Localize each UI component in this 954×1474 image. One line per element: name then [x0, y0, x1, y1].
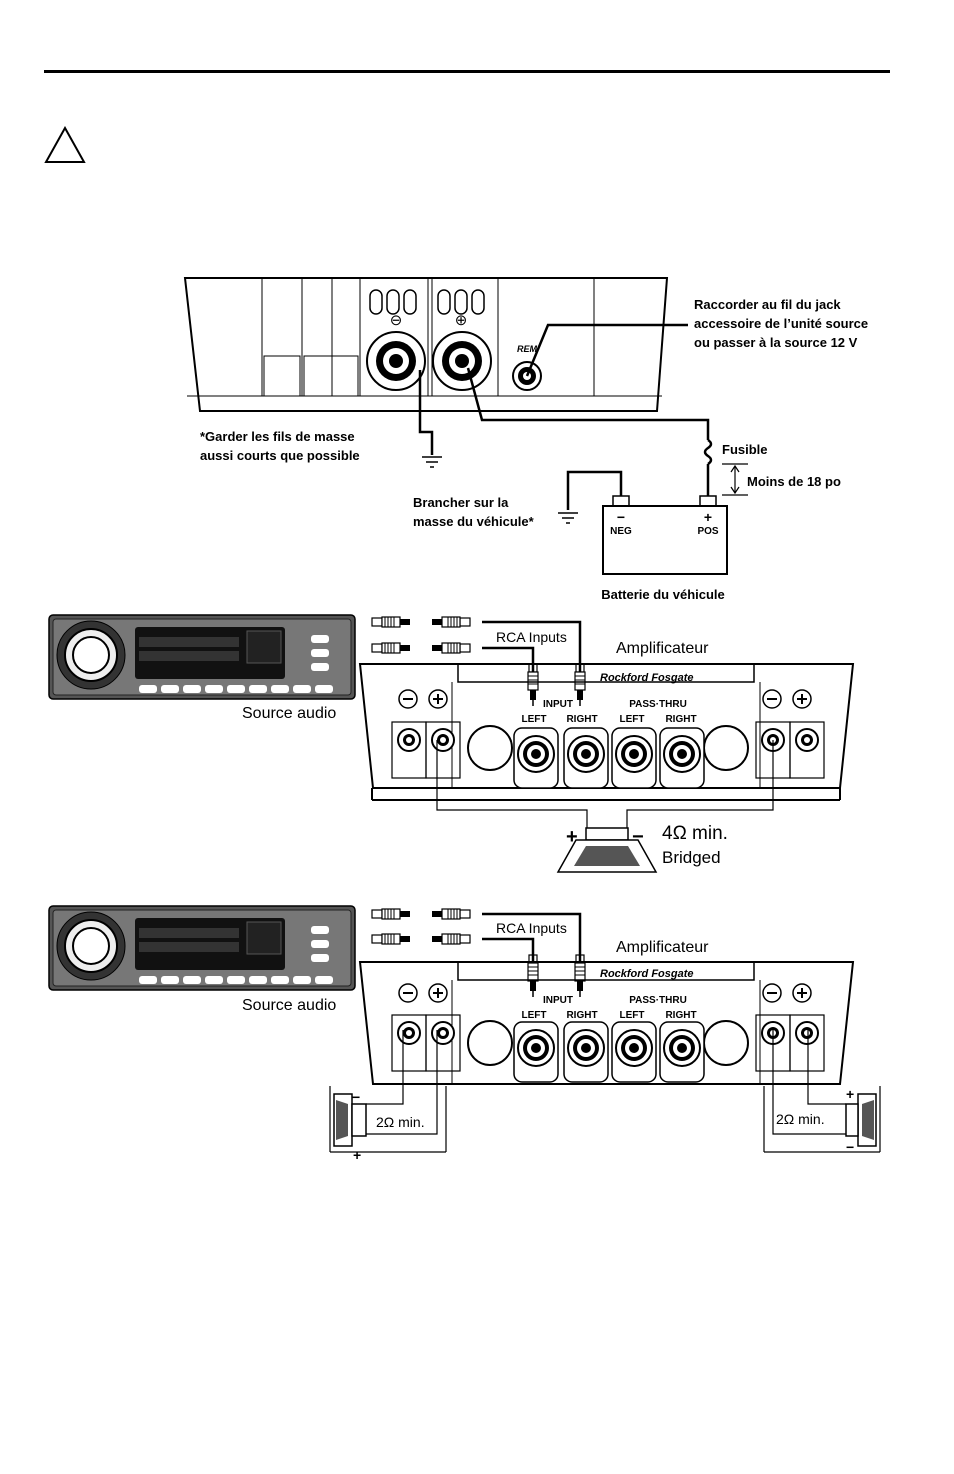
- amp-end-panel: [183, 277, 669, 412]
- rem-note-line1: Raccorder au fil du jack: [694, 297, 841, 312]
- input-label: INPUT: [543, 699, 573, 710]
- terminal-left-plus-2: [425, 1014, 461, 1072]
- terminal-right-plus-2: [789, 1014, 825, 1072]
- right-speaker-plus: +: [846, 1086, 854, 1102]
- ground-terminal: [366, 331, 426, 391]
- rca-jack-passthru-left: [611, 727, 657, 789]
- power-terminal: [432, 331, 492, 391]
- warning-triangle-icon: [44, 126, 86, 163]
- rca-jack-input-right: [563, 727, 609, 789]
- subwoofer: [556, 827, 658, 873]
- rca-cable-top-2: [371, 908, 471, 920]
- input-right-label: RIGHT: [566, 714, 597, 725]
- left-speaker: [333, 1093, 367, 1147]
- terminal-right-plus: [789, 721, 825, 779]
- head-unit-2: [48, 905, 356, 991]
- passthru-right-label-2: RIGHT: [665, 1010, 696, 1021]
- rca-jack-input-left: [513, 727, 559, 789]
- terminal-left-plus: [425, 721, 461, 779]
- brand-logo-2: Rockford Fosgate: [600, 968, 694, 980]
- passthru-left-label-2: LEFT: [620, 1010, 645, 1021]
- bridged-label: Bridged: [662, 848, 721, 867]
- passthru-label-2: PASS·THRU: [629, 995, 687, 1006]
- rem-note-line3: ou passer à la source 12 V: [694, 335, 858, 350]
- battery-neg-label: NEG: [610, 526, 632, 537]
- battery-body: [602, 505, 728, 575]
- source-label: Source audio: [242, 705, 336, 722]
- fuse-label: Fusible: [722, 442, 768, 457]
- amp-label: Amplificateur: [616, 640, 709, 657]
- chassis-note-line1: Brancher sur la: [413, 495, 509, 510]
- rca-cable-bottom: [371, 642, 471, 654]
- input-right-label-2: RIGHT: [566, 1010, 597, 1021]
- rem-note-line2: accessoire de l’unité source: [694, 316, 868, 331]
- source-label-2: Source audio: [242, 997, 336, 1014]
- battery-pos-sign: +: [704, 509, 712, 525]
- distance-label: Moins de 18 po: [747, 474, 841, 489]
- battery-pos-label: POS: [697, 526, 718, 537]
- top-rule: [44, 70, 890, 73]
- battery-label: Batterie du véhicule: [601, 587, 725, 602]
- impedance-label: 4Ω min.: [662, 823, 728, 844]
- rca-jack-input-right-2: [563, 1021, 609, 1083]
- rca-jack-passthru-right: [659, 727, 705, 789]
- ground-note-line2: aussi courts que possible: [200, 448, 360, 463]
- terminal-left-minus: [391, 721, 427, 779]
- left-speaker-plus: +: [353, 1147, 361, 1163]
- input-label-2: INPUT: [543, 995, 573, 1006]
- plus-terminal-symbol: ⊕: [455, 312, 468, 329]
- input-left-label: LEFT: [522, 714, 547, 725]
- rca-cable-bottom-2: [371, 933, 471, 945]
- left-speaker-impedance: 2Ω min.: [376, 1114, 425, 1130]
- passthru-right-label: RIGHT: [665, 714, 696, 725]
- terminal-left-minus-2: [391, 1014, 427, 1072]
- speaker-plus: +: [566, 826, 578, 848]
- rca-cable-top: [371, 616, 471, 628]
- minus-terminal-symbol: ⊖: [390, 312, 403, 329]
- rca-jack-input-left-2: [513, 1021, 559, 1083]
- stereo-diagram: RCA Inputs Amplificateur Source audio Ro…: [48, 905, 881, 1163]
- left-speaker-minus: −: [352, 1089, 360, 1105]
- chassis-note-line2: masse du véhicule*: [413, 514, 535, 529]
- ground-note-line1: *Garder les fils de masse: [200, 429, 355, 444]
- battery-neg-sign: −: [617, 509, 625, 525]
- rca-jack-passthru-right-2: [659, 1021, 705, 1083]
- rca-jack-passthru-left-2: [611, 1021, 657, 1083]
- passthru-label: PASS·THRU: [629, 699, 687, 710]
- head-unit: [48, 614, 356, 700]
- right-speaker-impedance: 2Ω min.: [776, 1111, 825, 1127]
- right-speaker-minus: −: [846, 1139, 854, 1155]
- rem-label: REM: [517, 344, 538, 354]
- amp-label-2: Amplificateur: [616, 939, 709, 956]
- rca-inputs-label-2: RCA Inputs: [496, 920, 567, 936]
- input-left-label-2: LEFT: [522, 1010, 547, 1021]
- right-speaker: [845, 1093, 877, 1147]
- bridged-diagram: RCA Inputs Amplificateur Source audio Ro…: [48, 614, 855, 873]
- brand-logo: Rockford Fosgate: [600, 672, 694, 684]
- passthru-left-label: LEFT: [620, 714, 645, 725]
- speaker-minus: −: [632, 826, 644, 848]
- power-diagram: ⊖ ⊕ REM: [183, 277, 868, 602]
- rca-inputs-label: RCA Inputs: [496, 629, 567, 645]
